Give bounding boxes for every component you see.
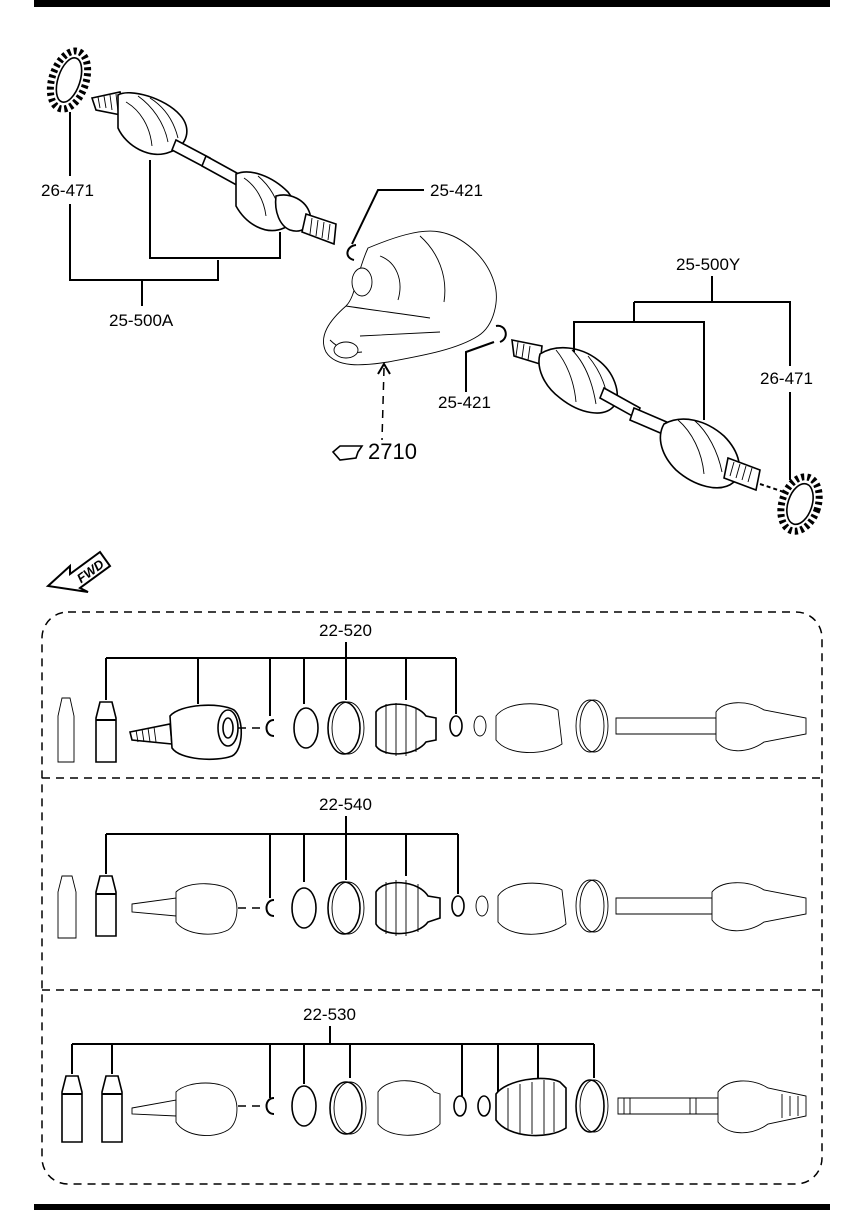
differential-ref: 2710 bbox=[331, 439, 417, 464]
circlip-upper bbox=[346, 244, 357, 261]
top-border bbox=[34, 0, 830, 7]
pointing-hand-icon bbox=[331, 445, 364, 461]
label-clip-upper: 25-421 bbox=[430, 181, 483, 200]
leader-differential bbox=[381, 367, 385, 441]
kit-row-3: 22-530 bbox=[61, 1005, 807, 1143]
kit-box bbox=[41, 611, 823, 1185]
label-kit-1: 22-520 bbox=[319, 621, 372, 640]
label-clip-lower: 25-421 bbox=[438, 393, 491, 412]
kit-row-1: 22-520 bbox=[57, 621, 807, 763]
label-kit-2: 22-540 bbox=[319, 795, 372, 814]
bottom-border bbox=[34, 1204, 830, 1210]
kit-row-2: 22-540 bbox=[57, 795, 807, 939]
drive-shaft-right bbox=[511, 338, 791, 495]
abs-ring-upper-left bbox=[46, 47, 92, 113]
abs-ring-lower-right bbox=[777, 473, 823, 535]
label-ring-upper-left: 26-471 bbox=[41, 181, 94, 200]
label-assembly-right: 25-500Y bbox=[676, 255, 740, 274]
drive-shaft-left bbox=[90, 91, 337, 246]
label-assembly-left: 25-500A bbox=[109, 311, 174, 330]
leader-arrow bbox=[377, 362, 391, 375]
leader-lines-upper bbox=[69, 112, 791, 480]
differential-housing bbox=[323, 230, 497, 366]
circlip-lower bbox=[495, 324, 507, 343]
label-kit-3: 22-530 bbox=[303, 1005, 356, 1024]
fwd-arrow-icon: FWD bbox=[45, 550, 112, 593]
differential-ref-label: 2710 bbox=[368, 439, 417, 464]
label-ring-lower-right: 26-471 bbox=[760, 369, 813, 388]
